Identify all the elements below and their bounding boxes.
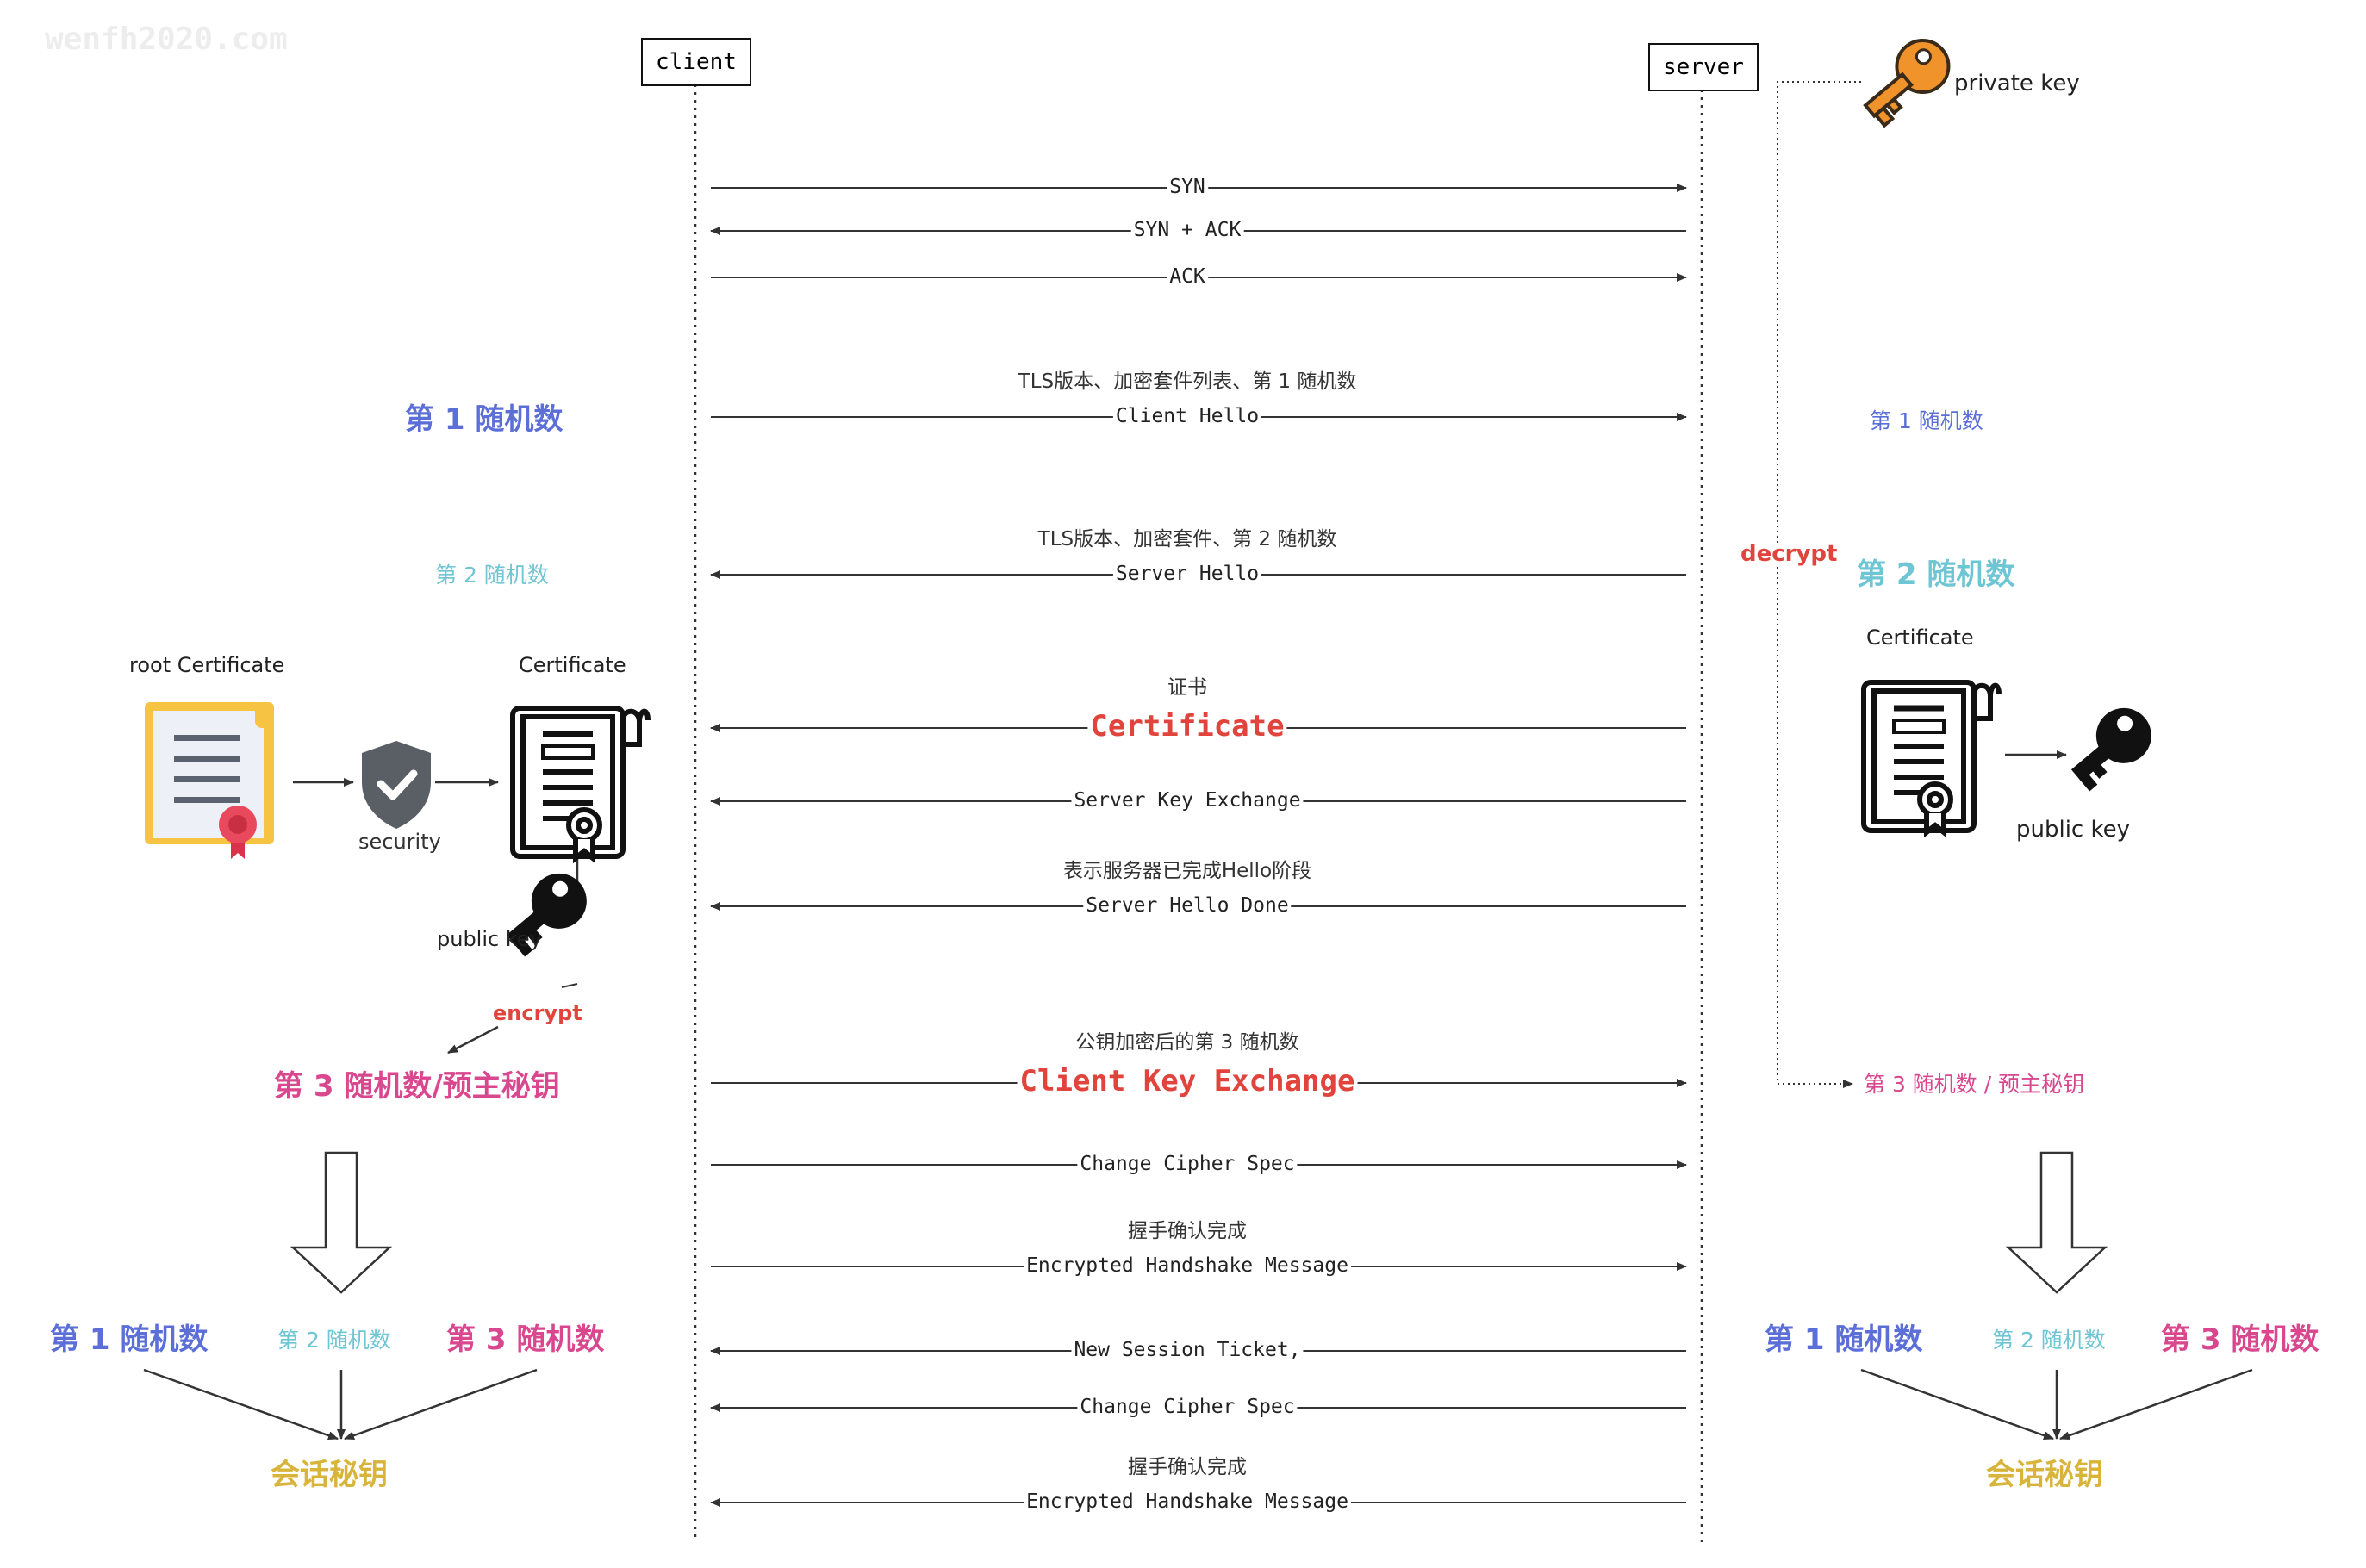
client-certificate-label: Certificate	[519, 653, 626, 677]
client-session-key: 会话秘钥	[271, 1458, 388, 1492]
message-label: SYN + ACK	[1130, 221, 1244, 240]
client-lifeline-header: client	[641, 38, 751, 86]
client-public-key-label: public key	[437, 927, 542, 951]
message-label: Encrypted Handshake Message	[1024, 1492, 1351, 1512]
client-derive-arrow	[290, 1151, 393, 1294]
watermark: wenfh2020.com	[45, 22, 288, 57]
server-random-3: 第 3 随机数 / 预主秘钥	[1864, 1072, 2085, 1097]
client-converge-arrow-1	[143, 1368, 339, 1440]
message-note: 握手确认完成	[1128, 1220, 1247, 1242]
message-note: TLS版本、加密套件列表、第 1 随机数	[1018, 370, 1357, 393]
encrypt-tick	[561, 983, 578, 988]
client-combine-random-3: 第 3 随机数	[446, 1322, 605, 1357]
message-label: Client Hello	[1112, 407, 1262, 426]
server-public-key-label: public key	[2016, 817, 2131, 843]
server-random-2: 第 2 随机数	[1857, 557, 2015, 592]
server-converge-arrow-1	[1860, 1368, 2054, 1440]
client-converge-arrow-3	[344, 1368, 538, 1440]
message-label: Encrypted Handshake Message	[1024, 1256, 1351, 1276]
private-key-label: private key	[1954, 71, 2080, 96]
security-label: security	[358, 830, 441, 854]
message-label: New Session Ticket,	[1071, 1341, 1304, 1360]
server-certificate-icon	[1861, 680, 2002, 838]
message-label: SYN	[1167, 177, 1208, 197]
server-session-key: 会话秘钥	[1986, 1458, 2103, 1492]
message-label: Server Key Exchange	[1071, 791, 1304, 811]
message-label: ACK	[1167, 267, 1208, 287]
root-certificate-label: root Certificate	[129, 653, 285, 677]
root-certificate-icon	[145, 702, 274, 859]
message-label: Change Cipher Spec	[1077, 1397, 1298, 1417]
server-certificate-label: Certificate	[1866, 625, 1974, 650]
client-public-key-icon	[506, 873, 587, 957]
client-random-1: 第 1 随机数	[405, 402, 563, 437]
encrypt-label: encrypt	[493, 1001, 582, 1025]
server-random-1: 第 1 随机数	[1870, 408, 1983, 433]
message-note: 表示服务器已完成Hello阶段	[1062, 860, 1312, 882]
client-certificate-icon	[510, 706, 651, 864]
message-note: 握手确认完成	[1128, 1456, 1247, 1478]
server-public-key-icon	[2070, 707, 2151, 792]
message-label: Client Key Exchange	[1017, 1067, 1358, 1096]
message-note: TLS版本、加密套件、第 2 随机数	[1037, 528, 1337, 551]
server-lifeline-header: server	[1648, 43, 1759, 91]
decrypt-label: decrypt	[1737, 543, 1841, 565]
server-combine-random-2: 第 2 随机数	[1992, 1328, 2106, 1353]
message-label: Change Cipher Spec	[1077, 1154, 1298, 1174]
server-derive-arrow	[2005, 1151, 2108, 1294]
client-combine-random-2: 第 2 随机数	[277, 1328, 391, 1353]
encrypt-arrow	[447, 1025, 499, 1055]
client-combine-random-1: 第 1 随机数	[50, 1322, 209, 1357]
private-key-icon	[1863, 39, 1951, 128]
message-note: 公钥加密后的第 3 随机数	[1075, 1031, 1299, 1054]
message-label: Server Hello Done	[1083, 896, 1292, 916]
server-converge-arrow-3	[2059, 1368, 2253, 1440]
message-label: Server Hello	[1112, 564, 1262, 584]
decrypt-path	[1777, 81, 1861, 1088]
security-shield-icon	[362, 741, 431, 829]
client-random-3: 第 3 随机数/预主秘钥	[274, 1069, 560, 1104]
message-note: 证书	[1167, 676, 1207, 699]
message-label: Certificate	[1087, 712, 1287, 741]
client-random-2: 第 2 随机数	[435, 563, 549, 588]
server-combine-random-1: 第 1 随机数	[1765, 1322, 1923, 1357]
server-combine-random-3: 第 3 随机数	[2161, 1322, 2319, 1357]
